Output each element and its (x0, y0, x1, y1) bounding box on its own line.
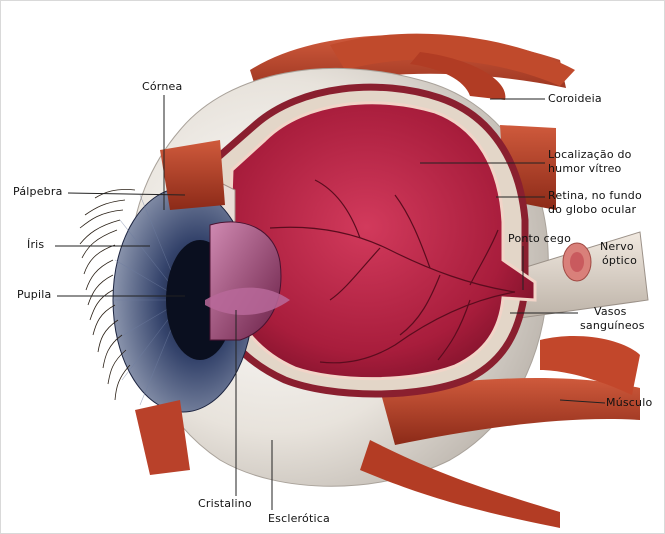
eyelid-upper (160, 140, 225, 210)
label-iris: Íris (27, 238, 44, 252)
label-humor-line1: Localização do (548, 148, 632, 162)
label-humor-line2: humor vítreo (548, 162, 621, 176)
label-musculo: Músculo (606, 396, 652, 410)
label-vasos-line2: sanguíneos (580, 319, 645, 333)
label-pupila: Pupila (17, 288, 51, 302)
label-cornea: Córnea (142, 80, 182, 94)
label-cristalino: Cristalino (198, 497, 252, 511)
label-esclerotica: Esclerótica (268, 512, 330, 526)
label-ponto-cego: Ponto cego (508, 232, 571, 246)
label-coroideia: Coroideia (548, 92, 602, 106)
label-nervo-line1: Nervo (600, 240, 634, 254)
label-vasos-line1: Vasos (594, 305, 627, 319)
label-retina-line1: Retina, no fundo (548, 189, 642, 203)
label-nervo-line2: óptico (602, 254, 637, 268)
label-retina-line2: do globo ocular (548, 203, 636, 217)
label-palpebra: Pálpebra (13, 185, 63, 199)
